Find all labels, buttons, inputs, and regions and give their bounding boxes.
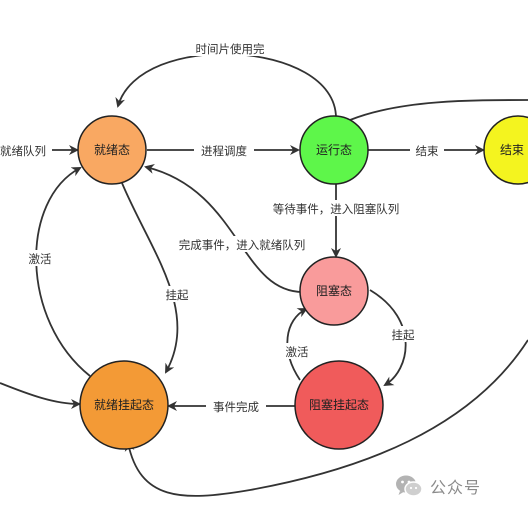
svg-text:就绪挂起态: 就绪挂起态 bbox=[94, 398, 154, 412]
edge-label-ready-queue: 就绪队列 bbox=[0, 142, 52, 158]
svg-text:运行态: 运行态 bbox=[316, 143, 352, 157]
edge-label-suspend-ready: 挂起 bbox=[162, 286, 192, 302]
edge-suspend-ready bbox=[121, 182, 179, 374]
edge-label-event-complete: 事件完成 bbox=[206, 398, 266, 414]
node-running: 运行态 bbox=[299, 115, 369, 185]
svg-text:完成事件，进入就绪队列: 完成事件，进入就绪队列 bbox=[179, 238, 306, 252]
watermark: 公众号 bbox=[394, 472, 481, 500]
svg-text:事件完成: 事件完成 bbox=[213, 400, 259, 414]
edge-left-to-ready-suspended bbox=[0, 382, 81, 409]
edge-label-wait-event: 等待事件，进入阻塞队列 bbox=[262, 200, 410, 216]
svg-text:等待事件，进入阻塞队列: 等待事件，进入阻塞队列 bbox=[273, 202, 400, 216]
svg-text:就绪态: 就绪态 bbox=[94, 143, 130, 157]
node-end-shape bbox=[483, 115, 528, 185]
node-running-shape bbox=[299, 115, 369, 185]
node-ready-shape bbox=[77, 115, 147, 185]
svg-text:进程调度: 进程调度 bbox=[201, 144, 247, 158]
edge-label-schedule: 进程调度 bbox=[194, 142, 254, 158]
edge-label-finish: 结束 bbox=[410, 142, 444, 158]
node-ready: 就绪态 bbox=[77, 115, 147, 185]
edge-label-suspend-blocked: 挂起 bbox=[388, 326, 418, 342]
svg-text:时间片使用完: 时间片使用完 bbox=[196, 42, 265, 56]
node-ready-suspended-shape bbox=[79, 360, 169, 450]
edge-label-activate-ready: 激活 bbox=[24, 250, 56, 266]
edge-running-to-right bbox=[349, 99, 528, 121]
svg-text:就绪队列: 就绪队列 bbox=[0, 144, 46, 158]
edge-label-activate-blocked: 激活 bbox=[282, 343, 312, 359]
svg-text:挂起: 挂起 bbox=[392, 328, 415, 342]
edge-complete-event bbox=[144, 164, 304, 293]
edge-timeslice bbox=[115, 53, 337, 119]
svg-text:挂起: 挂起 bbox=[166, 288, 189, 302]
svg-text:阻塞挂起态: 阻塞挂起态 bbox=[309, 397, 369, 412]
node-end: 结束 bbox=[483, 115, 528, 185]
edge-right-to-ready-suspended bbox=[124, 339, 528, 497]
svg-text:结束: 结束 bbox=[500, 143, 524, 157]
edge-label-timeslice: 时间片使用完 bbox=[188, 40, 272, 56]
node-blocked-suspended: 阻塞挂起态 bbox=[294, 360, 384, 450]
svg-text:结束: 结束 bbox=[416, 144, 439, 158]
edge-activate-blocked bbox=[286, 308, 308, 381]
node-blocked-suspended-shape bbox=[294, 360, 384, 450]
node-blocked-shape bbox=[299, 256, 369, 326]
svg-text:激活: 激活 bbox=[286, 345, 309, 359]
edge-activate-ready bbox=[35, 167, 91, 377]
node-blocked: 阻塞态 bbox=[299, 256, 369, 326]
edge-suspend-blocked bbox=[369, 289, 407, 387]
wechat-icon bbox=[396, 475, 423, 497]
svg-text:阻塞态: 阻塞态 bbox=[316, 283, 352, 298]
svg-text:激活: 激活 bbox=[29, 252, 52, 266]
node-ready-suspended: 就绪挂起态 bbox=[79, 360, 169, 450]
edge-label-complete-event: 完成事件，进入就绪队列 bbox=[168, 236, 316, 252]
watermark-text: 公众号 bbox=[430, 478, 482, 497]
